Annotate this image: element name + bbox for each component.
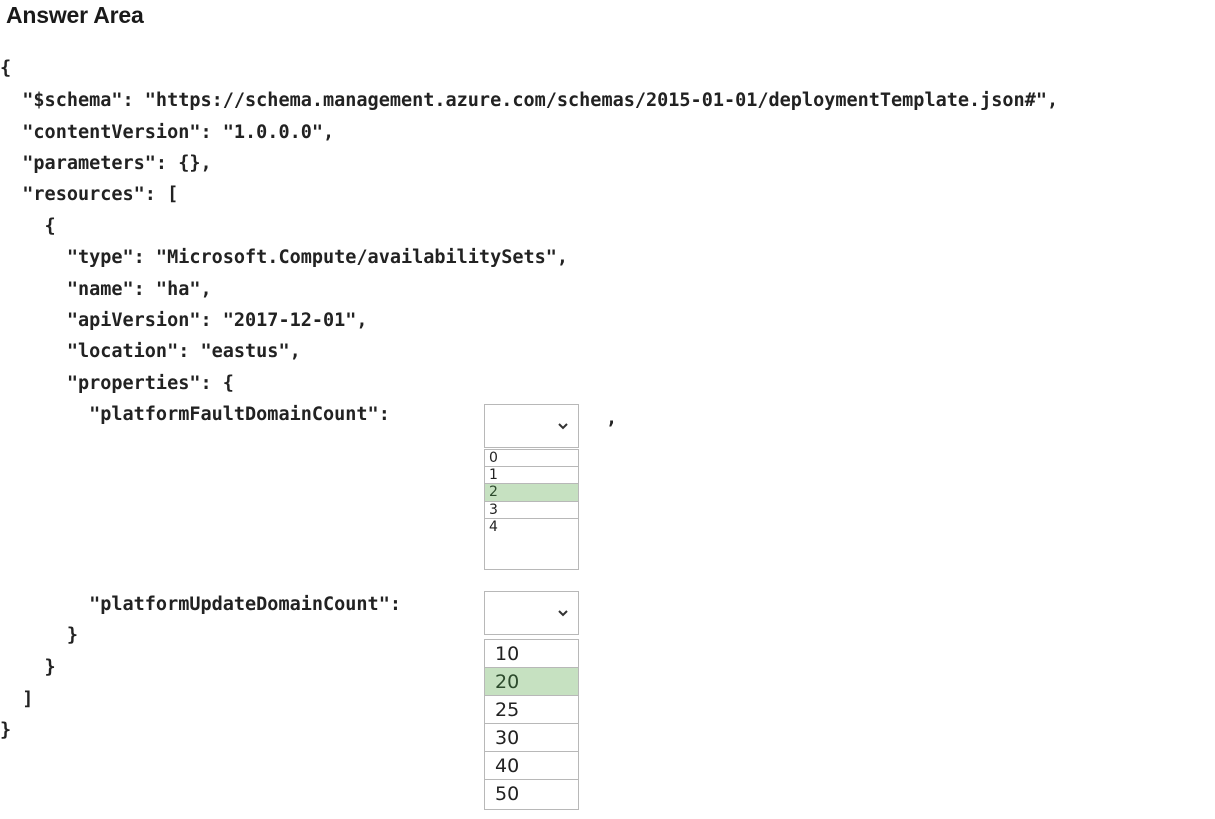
code-line: } xyxy=(0,720,12,741)
fault-domain-option-1[interactable]: 1 xyxy=(485,467,578,485)
code-line: "parameters": {}, xyxy=(0,153,212,174)
code-line: "type": "Microsoft.Compute/availabilityS… xyxy=(0,247,569,268)
update-domain-option-40[interactable]: 40 xyxy=(485,752,578,780)
update-domain-option-20[interactable]: 20 xyxy=(485,668,578,696)
code-line: "resources": [ xyxy=(0,184,179,205)
chevron-down-icon xyxy=(558,610,568,617)
update-domain-option-10[interactable]: 10 xyxy=(485,640,578,668)
code-line: "location": "eastus", xyxy=(0,341,301,362)
fault-domain-option-2[interactable]: 2 xyxy=(485,484,578,502)
code-line: "apiVersion": "2017-12-01", xyxy=(0,310,368,331)
code-line-update-domain-label: "platformUpdateDomainCount": xyxy=(0,594,401,615)
answer-area-title: Answer Area xyxy=(6,2,144,28)
code-line: } xyxy=(0,625,78,646)
code-line: { xyxy=(0,216,56,237)
update-domain-dropdown[interactable] xyxy=(484,591,579,635)
fault-domain-option-3[interactable]: 3 xyxy=(485,502,578,519)
code-line: "name": "ha", xyxy=(0,279,212,300)
fault-domain-dropdown[interactable] xyxy=(484,404,579,448)
code-line: } xyxy=(0,657,56,678)
update-domain-option-30[interactable]: 30 xyxy=(485,724,578,752)
fault-domain-option-4[interactable]: 4 xyxy=(489,518,498,535)
update-domain-options: 10 20 25 30 40 50 xyxy=(484,639,579,810)
code-line: "$schema": "https://schema.management.az… xyxy=(0,90,1059,111)
fault-domain-options: 0 1 2 3 4 xyxy=(484,449,579,570)
code-line: "properties": { xyxy=(0,373,234,394)
update-domain-option-50[interactable]: 50 xyxy=(495,783,520,805)
trailing-comma: , xyxy=(606,408,618,429)
code-line: ] xyxy=(0,689,34,710)
chevron-down-icon xyxy=(558,423,568,430)
code-line: "contentVersion": "1.0.0.0", xyxy=(0,122,335,143)
code-line-fault-domain-label: "platformFaultDomainCount": xyxy=(0,404,390,425)
fault-domain-option-0[interactable]: 0 xyxy=(485,450,578,468)
update-domain-option-25[interactable]: 25 xyxy=(485,696,578,724)
code-line: { xyxy=(0,58,12,79)
